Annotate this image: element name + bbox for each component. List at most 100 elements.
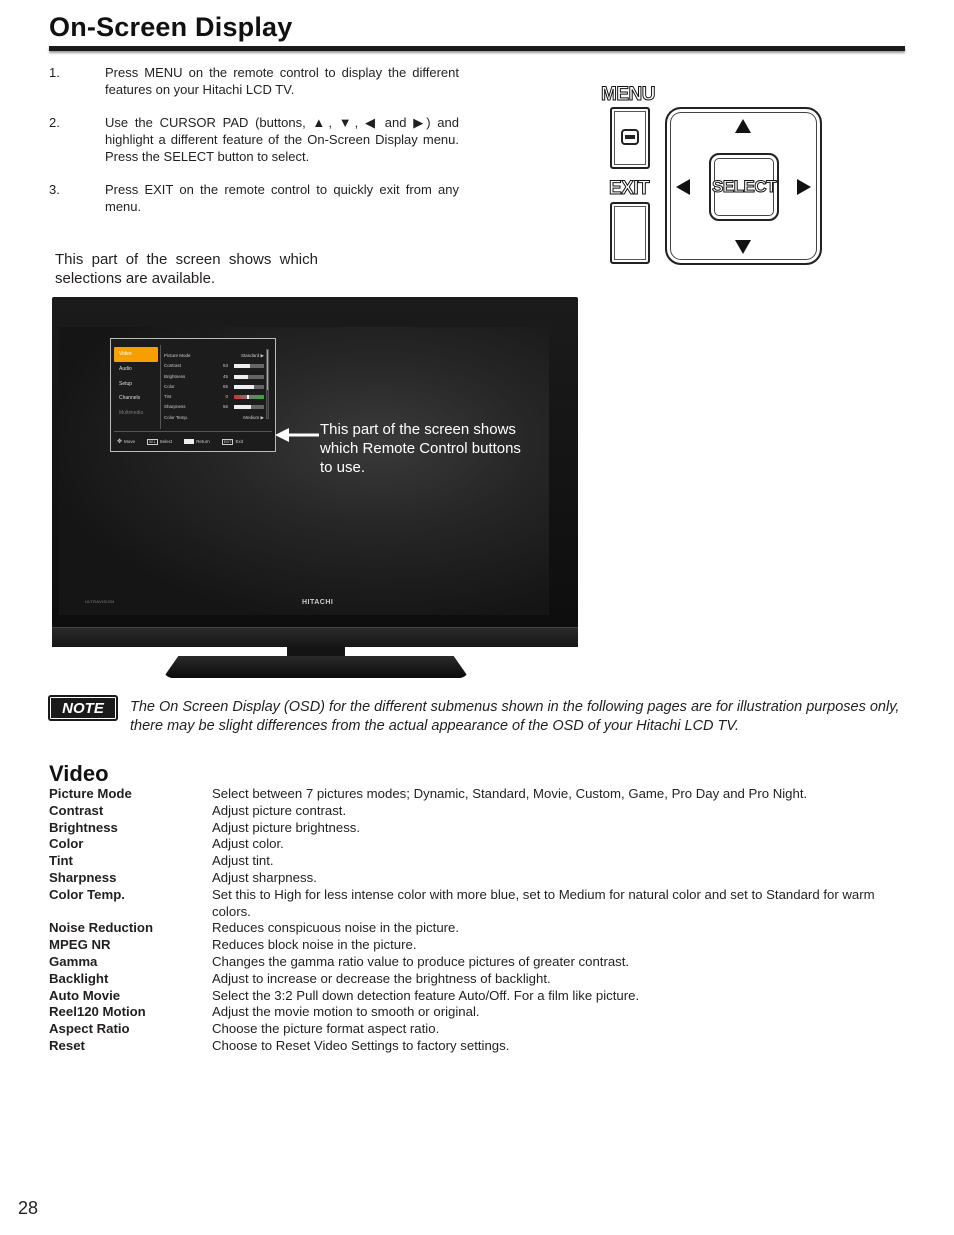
definition-row: Picture Mode Select between 7 pictures mo… (49, 786, 911, 803)
definition-row: Tint Adjust tint. (49, 853, 911, 870)
osd-row-value: 45 (222, 373, 228, 379)
video-settings-list: Picture Mode Select between 7 pictures mo… (49, 786, 911, 1055)
down-arrow-icon: ▼ (338, 115, 355, 130)
step-number: 2. (49, 115, 60, 130)
osd-row-selection: Medium ▶ (243, 414, 264, 420)
cursor-pad: SELECT (665, 107, 822, 265)
tv-tagline: ULTRAVISION (85, 599, 115, 604)
definition-desc: Adjust sharpness. (212, 869, 317, 885)
definition-desc: Reduces block noise in the picture. (212, 937, 417, 953)
tv-bottom-bezel (52, 627, 578, 647)
definition-term: Backlight (49, 970, 109, 986)
remote-buttons-callout: This part of the screen shows which Remo… (320, 421, 521, 476)
osd-row-selection: Standard ▶ (241, 353, 264, 358)
definition-term: Picture Mode (49, 786, 132, 801)
osd-row-label: Tint (164, 394, 172, 400)
osd-scrollbar (266, 349, 269, 419)
tv-brand-logo: HITACHI (302, 599, 334, 606)
definition-row: Sharpness Adjust sharpness. (49, 870, 911, 887)
remote-control-illustration: MENU EXIT SELECT (600, 84, 825, 269)
tv-stand-base (163, 656, 469, 678)
definition-row: Noise Reduction Reduces conspicuous noise… (49, 920, 911, 937)
definition-term: Gamma (49, 953, 98, 969)
exit-label: EXIT (608, 178, 650, 200)
definition-term: Contrast (49, 802, 104, 818)
definition-term: Aspect Ratio (49, 1021, 130, 1037)
definition-term: Auto Movie (49, 987, 121, 1003)
definition-desc: Adjust tint. (212, 853, 274, 869)
definition-term: Noise Reduction (49, 920, 154, 936)
definition-term: Reel120 Motion (49, 1004, 146, 1020)
osd-level-bar (234, 395, 264, 400)
select-button: SELECT (709, 153, 779, 221)
osd-hint-select: Select (159, 439, 173, 444)
step-text-start: Use the CURSOR PAD (buttons, (105, 115, 313, 130)
step-text: Press EXIT on the remote control to quic… (105, 182, 459, 214)
osd-category-channels: Channels (119, 395, 141, 402)
osd-row-picture-mode: Picture Mode Standard ▶ (164, 351, 264, 361)
osd-row-value: 53 (222, 363, 228, 369)
title-rule (49, 46, 905, 51)
definition-row: Auto Movie Select the 3:2 Pull down detec… (49, 988, 911, 1005)
note-badge: NOTE (48, 695, 118, 721)
move-icon: ✥ (117, 439, 123, 445)
left-arrow-icon (676, 179, 690, 195)
step-text-end: ) and highlight a different feature of t… (105, 115, 460, 164)
step-text: Use the CURSOR PAD (buttons, ▲, ▼, ◀ and… (105, 115, 460, 164)
definition-desc: Reduces conspicuous noise in the picture… (212, 920, 460, 936)
osd-row-color-temp: Color Temp. Medium ▶ (164, 413, 264, 423)
osd-row-label: Picture Mode (164, 353, 191, 358)
osd-divider (160, 345, 161, 429)
definition-desc: Select the 3:2 Pull down detection featu… (212, 987, 640, 1003)
menu-label: MENU (601, 84, 656, 106)
osd-level-bar (234, 364, 264, 369)
step-2: 2. Use the CURSOR PAD (buttons, ▲, ▼, ◀ … (49, 114, 459, 165)
definition-term: Brightness (49, 819, 118, 835)
selections-callout: This part of the screen shows which sele… (55, 251, 318, 287)
definition-term: MPEG NR (49, 937, 111, 953)
right-arrow-icon: ▶ (413, 115, 427, 130)
osd-level-bar (234, 384, 264, 389)
osd-row-value: 0 (225, 394, 228, 400)
osd-footer-divider (114, 431, 272, 432)
osd-category-multimedia: Multimedia (119, 410, 144, 417)
note-text: The On Screen Display (OSD) for the diff… (130, 699, 900, 734)
step-3: 3. Press EXIT on the remote control to q… (49, 181, 459, 215)
step-number: 1. (49, 65, 60, 80)
definition-desc: Select between 7 pictures modes; Dynamic… (212, 786, 808, 801)
menu-button (610, 107, 650, 169)
sel-key-icon: SEL (147, 438, 158, 445)
definition-row: MPEG NR Reduces block noise in the pictur… (49, 937, 911, 954)
osd-hint-return: Return (196, 439, 210, 444)
definition-desc: Adjust picture contrast. (212, 802, 347, 818)
page-number: 28 (18, 1198, 39, 1218)
osd-settings-list: Picture Mode Standard ▶ Contrast 53 Brig… (164, 351, 264, 423)
definition-term: Sharpness (49, 869, 117, 885)
osd-category-list: Video Audio Setup Channels Multimedia (114, 347, 158, 421)
left-arrow-icon: ◀ (364, 115, 379, 130)
osd-level-bar (234, 405, 264, 410)
osd-row-label: Color (164, 383, 175, 389)
definition-desc: Changes the gamma ratio value to produce… (212, 953, 630, 969)
definition-term: Reset (49, 1037, 85, 1053)
osd-row-value: 56 (222, 404, 228, 410)
osd-row-label: Brightness (164, 373, 186, 379)
osd-row-label: Color Temp. (164, 414, 189, 420)
right-arrow-icon (797, 179, 811, 195)
osd-category-audio: Audio (119, 365, 132, 372)
osd-level-bar (234, 374, 264, 379)
definition-desc: Set this to High for less intense color … (212, 886, 875, 919)
definition-term: Tint (49, 853, 73, 869)
section-title-video: Video (49, 761, 109, 786)
definition-row: Contrast Adjust picture contrast. (49, 803, 911, 820)
osd-row-contrast: Contrast 53 (164, 361, 264, 371)
callout-arrow-left (275, 428, 319, 442)
osd-menu: Video Audio Setup Channels Multimedia Pi… (110, 338, 276, 452)
menu-icon (621, 129, 639, 145)
